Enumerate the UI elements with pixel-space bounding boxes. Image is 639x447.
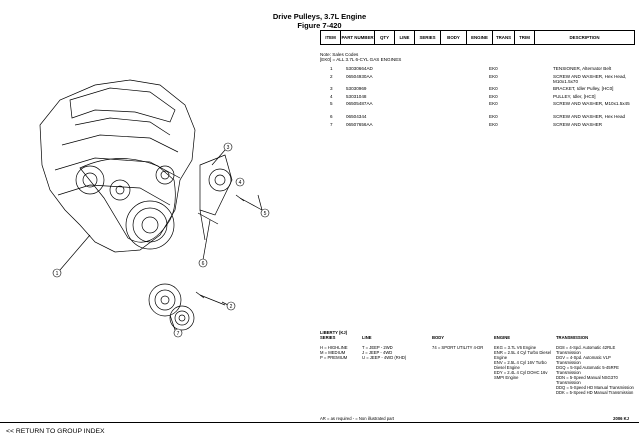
col-engine: ENGINE: [466, 30, 493, 45]
crank-pulley: [125, 200, 175, 250]
col-qty: QTY: [374, 30, 395, 45]
callout-7: 7: [177, 331, 180, 337]
table-row: 5 06505487AA EK0 SCREW AND WASHER, M10x1…: [330, 101, 630, 106]
table-row: 4 53031048 EK0 PULLEY, Idler, [HC0]: [330, 94, 596, 99]
footer-model-year: 2006 KJ: [613, 416, 629, 421]
col-description: DESCRIPTION: [534, 30, 635, 45]
callout-5: 5: [264, 211, 267, 217]
alternator: [75, 165, 105, 195]
callout-4: 4: [239, 180, 242, 186]
legend-model: LIBERTY (KJ): [320, 330, 348, 335]
tensioner-pulley-2: [169, 305, 195, 331]
callout-1: 1: [56, 271, 59, 277]
footer-note: AR = as required - = Non illustrated par…: [320, 416, 395, 421]
col-item: ITEM: [320, 30, 341, 45]
col-body: BODY: [440, 30, 467, 45]
callout-3: 3: [227, 145, 230, 151]
legend-series: SERIES H = HIGHLINE M = MEDIUM P = PREMI…: [320, 335, 348, 360]
parts-table-header: ITEM PART NUMBER QTY LINE SERIES BODY EN…: [320, 30, 635, 45]
page-title: Drive Pulleys, 3.7L Engine: [272, 12, 367, 21]
table-row: 6 06504344 EK0 SCREW AND WASHER, Hex Hea…: [330, 114, 626, 119]
col-trans: TRANS: [492, 30, 515, 45]
bolt-2: [199, 294, 226, 306]
callout-2: 2: [230, 304, 233, 310]
tensioner-pulley-lower: [148, 283, 182, 317]
bolt-6: [197, 212, 219, 225]
sales-code-note: Note: Sales Codes [EK0] = ALL 3.7L 6-CYL…: [320, 52, 402, 63]
idler-bracket: [199, 154, 233, 216]
engine-block-outline: [39, 79, 196, 253]
col-line: LINE: [394, 30, 415, 45]
table-row: 3 53030969 EK0 BRACKET, Idler Pulley, [H…: [330, 86, 614, 91]
return-to-group-index-link[interactable]: << RETURN TO GROUP INDEX: [6, 428, 105, 435]
valve-cover: [69, 87, 176, 123]
exploded-engine-diagram: 1 2 3 4 5 6 7: [39, 79, 270, 338]
figure-number: Figure 7-420: [297, 21, 342, 30]
legend-engine: ENGINE EKG = 3.7L V6 Engine ENR = 2.5L 4…: [494, 335, 551, 380]
table-row: 2 06504930AA EK0 SCREW AND WASHER, Hex H…: [330, 74, 627, 84]
col-trim: TRIM: [514, 30, 535, 45]
legend-transmission: TRANSMISSION DG8 = 4-Spd. Automatic 42RL…: [556, 335, 634, 395]
callout-6: 6: [202, 261, 205, 267]
table-row: 1 53030664AD EK0 TENSIONER, Alternator B…: [330, 66, 612, 71]
idler-pulley: [208, 168, 232, 192]
legend-body: BODY 74 = SPORT UTILITY 4-DR: [432, 335, 484, 350]
drive-belt: [79, 158, 176, 243]
divider: [0, 422, 639, 423]
bolt-5: [239, 197, 263, 211]
col-part-number: PART NUMBER: [340, 30, 375, 45]
col-series: SERIES: [414, 30, 441, 45]
legend-line: LINE T = JEEP - 2WD J = JEEP - 4WD U = J…: [362, 335, 407, 360]
table-row: 7 06507656AA EK0 SCREW AND WASHER: [330, 122, 603, 127]
